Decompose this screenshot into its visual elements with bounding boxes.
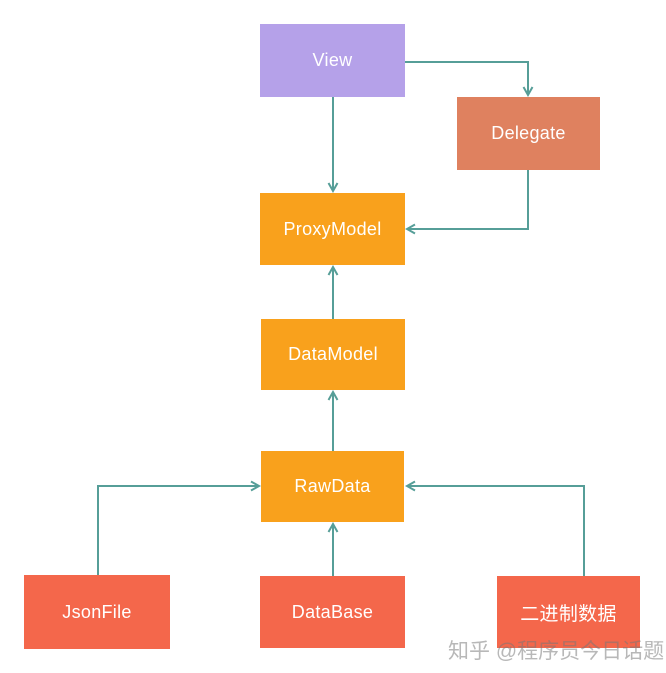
- node-delegate-label: Delegate: [491, 123, 566, 143]
- node-json-file: JsonFile: [24, 575, 170, 649]
- node-raw-data: RawData: [261, 451, 404, 522]
- edge-delegate-proxymodel: [408, 170, 529, 229]
- edge-binarydata-rawdata: [408, 486, 585, 576]
- node-json-file-label: JsonFile: [62, 601, 132, 622]
- node-database: DataBase: [260, 576, 405, 648]
- node-delegate: Delegate: [457, 97, 600, 170]
- node-proxy-model-label: ProxyModel: [283, 218, 382, 239]
- node-proxy-model: ProxyModel: [260, 193, 405, 265]
- node-data-model: DataModel: [261, 319, 405, 390]
- zhihu-watermark: 知乎 @程序员今日话题: [448, 635, 664, 665]
- node-binary-data-label: 二进制数据: [520, 603, 617, 625]
- node-database-label: DataBase: [291, 601, 374, 622]
- node-binary-data: 二进制数据: [497, 576, 640, 648]
- node-view-label: View: [312, 50, 353, 70]
- edge-view-delegate: [405, 61, 528, 94]
- node-data-model-label: DataModel: [288, 344, 378, 364]
- node-raw-data-label: RawData: [294, 476, 371, 496]
- zhihu-watermark-text: 知乎 @程序员今日话题: [448, 640, 665, 663]
- node-view: View: [260, 24, 405, 97]
- edge-jsonfile-rawdata: [97, 486, 258, 575]
